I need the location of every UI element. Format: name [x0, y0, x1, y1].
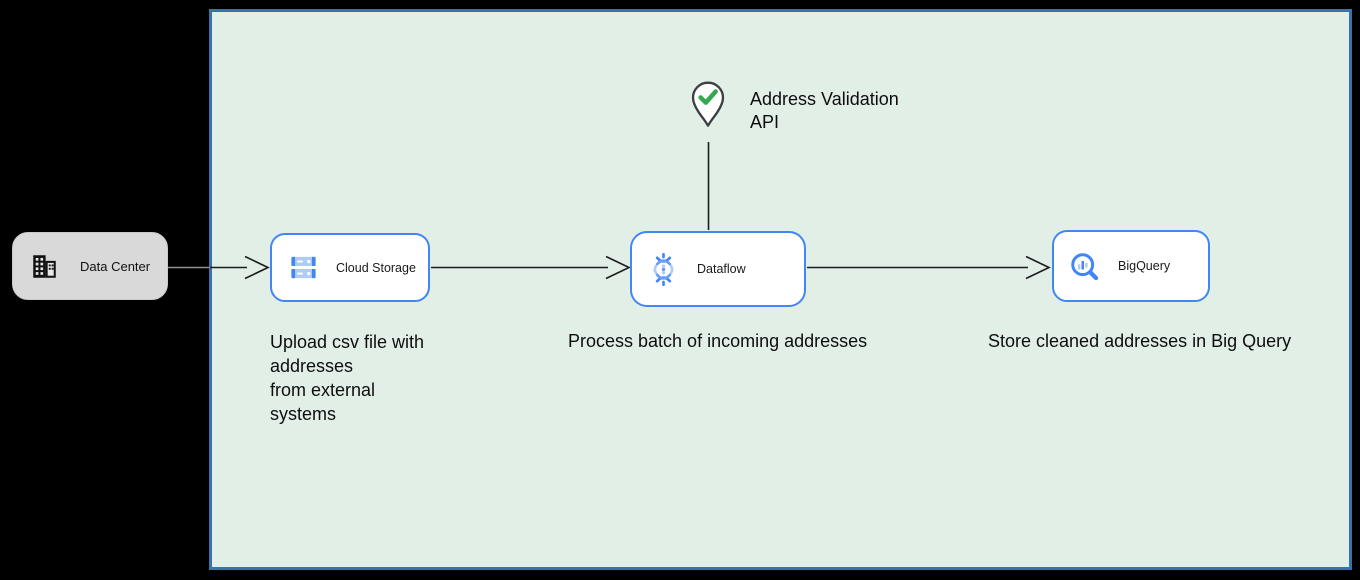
dataflow-icon — [653, 252, 674, 286]
node-data-center[interactable]: Data Center — [12, 232, 168, 300]
node-label: BigQuery — [1118, 259, 1171, 273]
node-cloud-storage[interactable]: Cloud Storage — [270, 233, 430, 302]
node-label: Data Center — [80, 258, 151, 274]
node-label: Dataflow — [697, 262, 746, 276]
building-icon — [33, 254, 56, 278]
node-label: Cloud Storage — [336, 260, 416, 275]
node-dataflow[interactable]: Dataflow — [630, 231, 806, 307]
caption-upload: Upload csv file with addresses from exte… — [270, 332, 425, 424]
node-bigquery[interactable]: BigQuery — [1052, 230, 1210, 302]
caption-process: Process batch of incoming addresses — [568, 331, 868, 351]
caption-store: Store cleaned addresses in Big Query — [988, 331, 1292, 351]
cloud-storage-icon — [291, 256, 316, 279]
address-validation-label: Address Validation API — [750, 89, 899, 132]
bigquery-icon — [1071, 252, 1099, 280]
map-pin-check-icon — [688, 78, 728, 134]
